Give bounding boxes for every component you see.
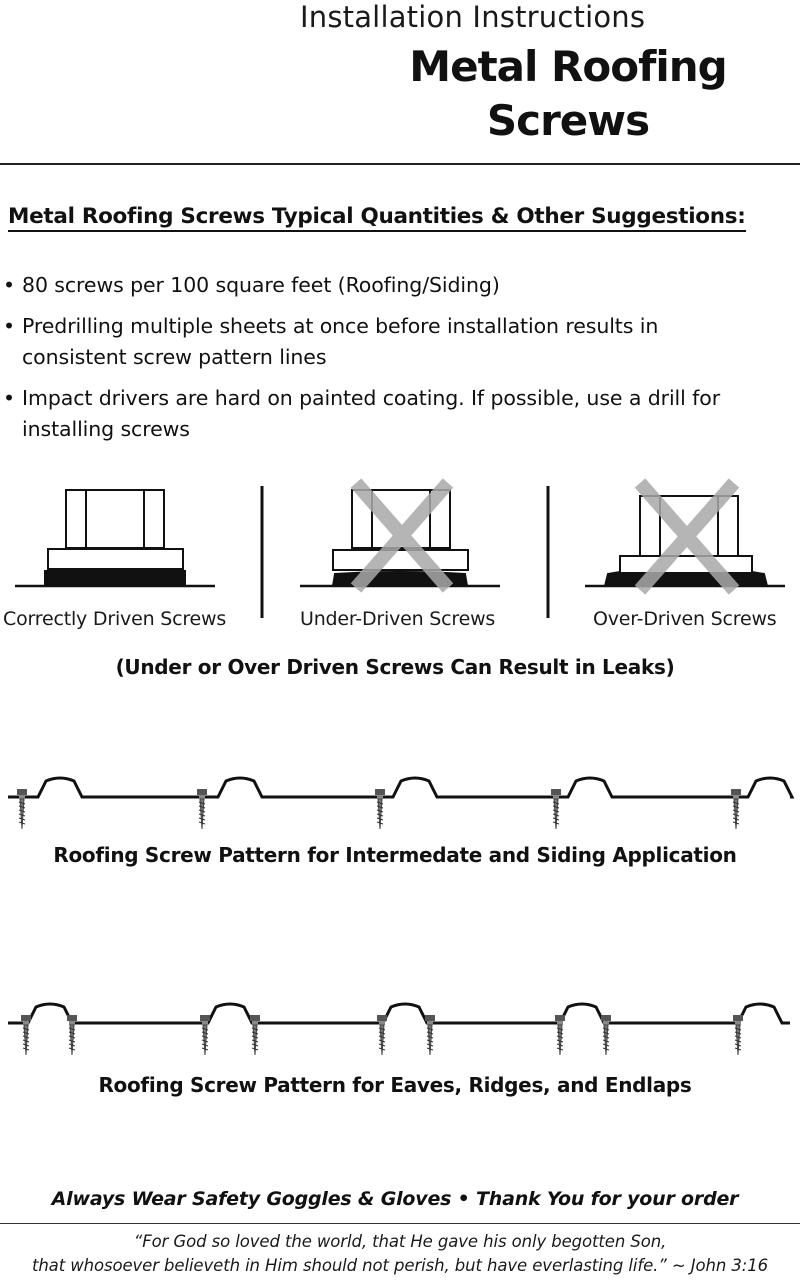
caption-under-driven: Under-Driven Screws	[300, 608, 496, 630]
list-item-text: Impact drivers are hard on painted coati…	[22, 386, 721, 410]
pattern-title-eaves: Roofing Screw Pattern for Eaves, Ridges,…	[98, 1073, 692, 1097]
correct-screw-icon	[15, 489, 215, 588]
section-heading: Metal Roofing Screws Typical Quantities …	[8, 204, 788, 232]
screw-icon	[375, 789, 385, 830]
title-line-2: Screws	[486, 96, 650, 145]
footer-divider	[0, 1223, 800, 1224]
header-divider	[0, 163, 800, 165]
header-subtitle: Installation Instructions	[300, 0, 646, 34]
bullet-icon: •	[3, 314, 15, 338]
pattern-title-intermediate: Roofing Screw Pattern for Intermedate an…	[53, 843, 737, 867]
list-item-text: Predrilling multiple sheets at once befo…	[22, 314, 659, 338]
list-item-text: 80 screws per 100 square feet (Roofing/S…	[22, 273, 500, 297]
list-item-text-cont: installing screws	[22, 417, 190, 441]
panel-profile-icon	[8, 1002, 790, 1056]
caption-over-driven: Over-Driven Screws	[593, 608, 777, 630]
cross-mark-icon	[634, 478, 740, 595]
list-item: • Predrilling multiple sheets at once be…	[0, 311, 790, 373]
list-item-text-cont: consistent screw pattern lines	[22, 345, 327, 369]
suggestion-list: • 80 screws per 100 square feet (Roofing…	[0, 270, 790, 455]
screw-icon	[555, 1015, 565, 1056]
page-title: Metal Roofing Screws	[338, 40, 798, 148]
panel-line	[8, 1002, 790, 1025]
screw-icon	[377, 1015, 387, 1056]
screw-icon	[733, 1015, 743, 1056]
screw-icon	[250, 1015, 260, 1056]
screw-depth-diagrams	[15, 478, 785, 618]
list-item: • 80 screws per 100 square feet (Roofing…	[0, 270, 790, 301]
verse-line-2: that whosoever believeth in Him should n…	[31, 1256, 769, 1275]
screw-icon	[200, 1015, 210, 1056]
bible-verse: “For God so loved the world, that He gav…	[0, 1230, 800, 1278]
screw-icon	[21, 1015, 31, 1056]
list-item: • Impact drivers are hard on painted coa…	[0, 383, 790, 445]
safety-note: Always Wear Safety Goggles & Gloves • Th…	[51, 1188, 739, 1210]
section-heading-text: Metal Roofing Screws Typical Quantities …	[8, 204, 746, 232]
screw-icon	[731, 789, 741, 830]
panel-line	[8, 776, 795, 799]
cross-mark-icon	[350, 478, 454, 593]
caption-correct: Correctly Driven Screws	[3, 608, 227, 630]
bullet-icon: •	[3, 386, 15, 410]
screw-icon	[551, 789, 561, 830]
leak-warning: (Under or Over Driven Screws Can Result …	[115, 655, 675, 679]
screw-icon	[197, 789, 207, 830]
title-line-1: Metal Roofing	[409, 42, 727, 91]
screw-icon	[601, 1015, 611, 1056]
verse-line-1: “For God so loved the world, that He gav…	[133, 1232, 667, 1251]
screw-icon	[425, 1015, 435, 1056]
screw-icon	[17, 789, 27, 830]
panel-profile-icon	[8, 776, 795, 830]
screw-icon	[67, 1015, 77, 1056]
bullet-icon: •	[3, 273, 15, 297]
